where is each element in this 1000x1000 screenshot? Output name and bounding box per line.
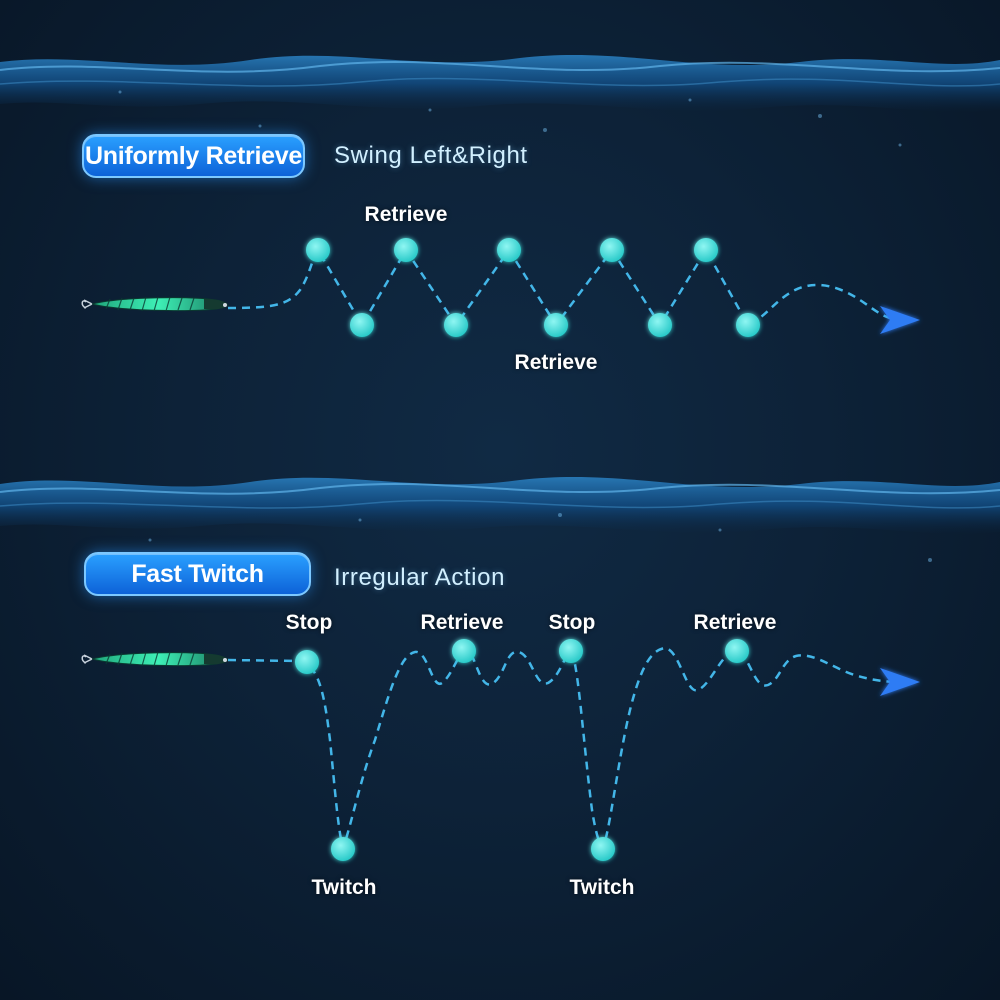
uniform-retrieve-subtitle: Swing Left&Right <box>334 142 528 169</box>
water-surface-top <box>0 54 1000 112</box>
uniform-nodes <box>306 238 760 337</box>
node <box>694 238 718 262</box>
fast-twitch-subtitle: Irregular Action <box>334 564 506 591</box>
node <box>544 313 568 337</box>
twitch-label-1: Twitch <box>311 876 377 899</box>
node <box>559 639 583 663</box>
twitch-label-2: Twitch <box>569 876 635 899</box>
stop-label-2: Stop <box>548 611 596 634</box>
retrieve-label-bottom: Retrieve <box>514 351 598 374</box>
bubbles <box>118 90 932 562</box>
node <box>725 639 749 663</box>
fast-twitch-arrow-icon <box>880 668 920 696</box>
lure-jig-icon <box>81 296 228 312</box>
node <box>394 238 418 262</box>
node <box>591 837 615 861</box>
uniform-retrieve-title: Uniformly Retrieve <box>82 134 305 178</box>
retrieve-label-1: Retrieve <box>420 611 504 634</box>
node <box>295 650 319 674</box>
node <box>350 313 374 337</box>
water-surface-middle <box>0 476 1000 534</box>
node <box>452 639 476 663</box>
node <box>306 238 330 262</box>
node <box>648 313 672 337</box>
retrieve-label-2: Retrieve <box>693 611 777 634</box>
stop-label-1: Stop <box>285 611 333 634</box>
retrieve-label-top: Retrieve <box>364 203 448 226</box>
fast-twitch-path <box>227 646 893 852</box>
lure-jig-icon-2 <box>81 651 228 667</box>
fast-twitch-title: Fast Twitch <box>84 552 311 596</box>
node <box>444 313 468 337</box>
node <box>331 837 355 861</box>
uniform-arrow-icon <box>880 306 920 334</box>
node <box>600 238 624 262</box>
uniform-retrieve-path <box>227 247 891 328</box>
node <box>497 238 521 262</box>
node <box>736 313 760 337</box>
fast-twitch-nodes <box>295 639 749 861</box>
